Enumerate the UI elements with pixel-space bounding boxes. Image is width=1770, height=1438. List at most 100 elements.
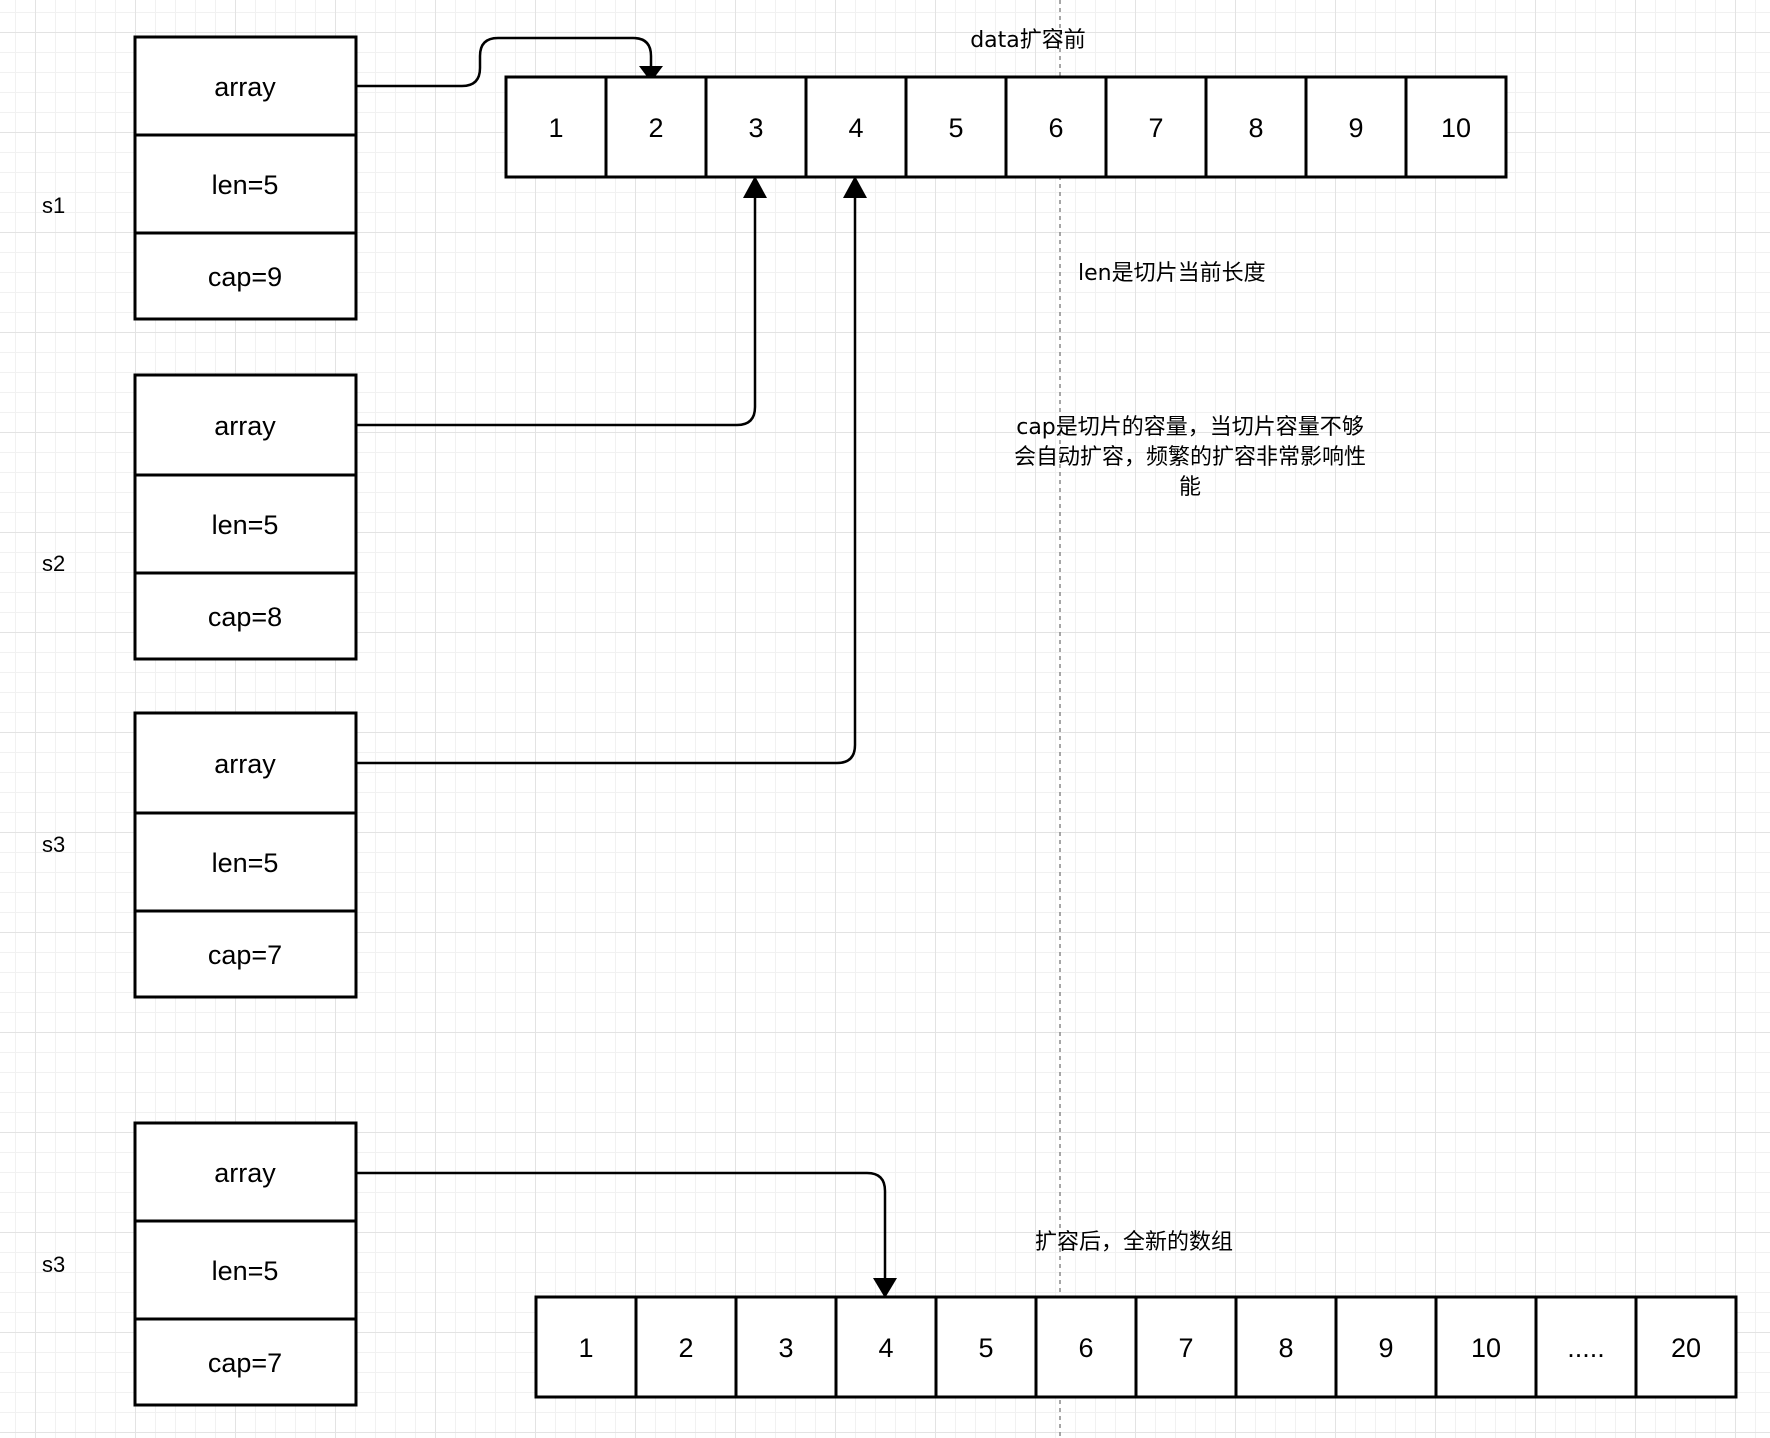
note-cap-description: cap是切片的容量，当切片容量不够 会自动扩容，频繁的扩容非常影响性 能	[1014, 415, 1366, 500]
array-after-expansion: 1 2 3 4 5 6 7 8 9 10..... 20	[534, 1295, 1738, 1399]
array-before-cell-value: 8	[1248, 113, 1263, 143]
array-before-cell: 1	[504, 75, 608, 179]
cap-field-value: cap=9	[208, 262, 282, 292]
connector-s3-new-array	[356, 1171, 887, 1280]
array-field-box	[133, 373, 358, 477]
note-cap-line-2: 会自动扩容，频繁的扩容非常影响性	[1014, 445, 1366, 470]
connector-s3-array	[356, 196, 857, 765]
array-before-cell-value: 1	[548, 113, 563, 143]
array-after-cell: 20	[1634, 1295, 1738, 1399]
note-before-expansion: data扩容前	[970, 28, 1086, 53]
array-before-cell-value: 7	[1148, 113, 1163, 143]
slice-name-label: s1	[42, 193, 65, 218]
array-before-cell-value: 10	[1441, 113, 1471, 143]
array-after-cell: .....	[1534, 1295, 1638, 1399]
len-field-box	[133, 811, 358, 913]
array-before-cell: 10	[1404, 75, 1508, 179]
array-after-cell-value: 5	[978, 1333, 993, 1363]
array-after-cell: 8	[1234, 1295, 1338, 1399]
array-before-cell-box	[1404, 75, 1508, 179]
array-after-cell: 1	[534, 1295, 638, 1399]
array-after-cell-box	[834, 1295, 938, 1399]
array-after-cell: 2	[634, 1295, 738, 1399]
array-before-cell-value: 2	[648, 113, 663, 143]
note-cap-line-1: cap是切片的容量，当切片容量不够	[1016, 415, 1364, 440]
arrowhead-s3-new	[873, 1278, 897, 1298]
array-after-cell-value: 2	[678, 1333, 693, 1363]
array-before-cell: 6	[1004, 75, 1108, 179]
array-field-box	[133, 711, 358, 815]
array-after-cell: 6	[1034, 1295, 1138, 1399]
array-after-cell-value: .....	[1567, 1333, 1605, 1363]
array-before-cell-value: 6	[1048, 113, 1063, 143]
array-after-cell: 10	[1434, 1295, 1538, 1399]
array-after-cell: 7	[1134, 1295, 1238, 1399]
len-field-box	[133, 1219, 358, 1321]
slice-header-s1: s1 array len=5 cap=9	[42, 35, 358, 321]
array-after-cell-box	[934, 1295, 1038, 1399]
array-before-cell-value: 3	[748, 113, 763, 143]
array-before-cell-box	[804, 75, 908, 179]
len-field-value: len=5	[212, 1256, 279, 1286]
array-after-cell-value: 1	[578, 1333, 593, 1363]
cap-field-value: cap=7	[208, 940, 282, 970]
arrowhead-s3	[843, 176, 867, 198]
array-before-cell-value: 4	[848, 113, 863, 143]
len-field-box	[133, 133, 358, 235]
array-before-cell: 2	[604, 75, 708, 179]
array-before-expansion: 1 2 3 4 5 6 7 8 9 10	[504, 75, 1508, 179]
array-before-cell: 3	[704, 75, 808, 179]
array-before-cell-value: 9	[1348, 113, 1363, 143]
cap-field-box	[133, 571, 358, 661]
array-after-cell-box	[1434, 1295, 1538, 1399]
cap-field-value: cap=7	[208, 1348, 282, 1378]
array-before-cell: 5	[904, 75, 1008, 179]
array-before-cell-box	[1304, 75, 1408, 179]
cap-field-value: cap=8	[208, 602, 282, 632]
len-field-value: len=5	[212, 170, 279, 200]
array-after-cell: 3	[734, 1295, 838, 1399]
array-after-cell: 5	[934, 1295, 1038, 1399]
array-field-value: array	[214, 72, 276, 102]
arrowhead-s1	[639, 66, 663, 82]
slice-name-label: s3	[42, 832, 65, 857]
array-after-cell-box	[1134, 1295, 1238, 1399]
array-before-cell-box	[704, 75, 808, 179]
connector-s2-array	[356, 196, 757, 427]
array-field-box	[133, 35, 358, 137]
array-after-cell-box	[1634, 1295, 1738, 1399]
len-field-value: len=5	[212, 848, 279, 878]
note-len-description: len是切片当前长度	[1078, 261, 1266, 286]
note-after-expansion: 扩容后，全新的数组	[1035, 1230, 1233, 1255]
array-before-cell-box	[1104, 75, 1208, 179]
array-after-cell-value: 6	[1078, 1333, 1093, 1363]
array-after-cell-box	[634, 1295, 738, 1399]
array-before-cell-box	[1004, 75, 1108, 179]
array-after-cell-value: 9	[1378, 1333, 1393, 1363]
array-field-value: array	[214, 749, 276, 779]
slice-name-label: s2	[42, 551, 65, 576]
note-cap-line-3: 能	[1179, 475, 1201, 500]
array-after-cell-value: 3	[778, 1333, 793, 1363]
array-field-value: array	[214, 411, 276, 441]
array-after-cell-value: 20	[1671, 1333, 1701, 1363]
array-before-cell: 8	[1204, 75, 1308, 179]
array-before-cell: 7	[1104, 75, 1208, 179]
array-after-cell-value: 4	[878, 1333, 893, 1363]
slice-name-label: s3	[42, 1252, 65, 1277]
cap-field-box	[133, 1317, 358, 1407]
len-field-box	[133, 473, 358, 575]
array-after-cell: 4	[834, 1295, 938, 1399]
cap-field-box	[133, 909, 358, 999]
array-after-cell-value: 10	[1471, 1333, 1501, 1363]
array-before-cell: 9	[1304, 75, 1408, 179]
array-after-cell-value: 7	[1178, 1333, 1193, 1363]
array-after-cell-value: 8	[1278, 1333, 1293, 1363]
array-after-cell-box	[534, 1295, 638, 1399]
array-before-cell: 4	[804, 75, 908, 179]
slice-headers: s1 array len=5 cap=9 s2 array len=5 cap=8 s3 arra…	[42, 35, 358, 1407]
array-before-cell-value: 5	[948, 113, 963, 143]
